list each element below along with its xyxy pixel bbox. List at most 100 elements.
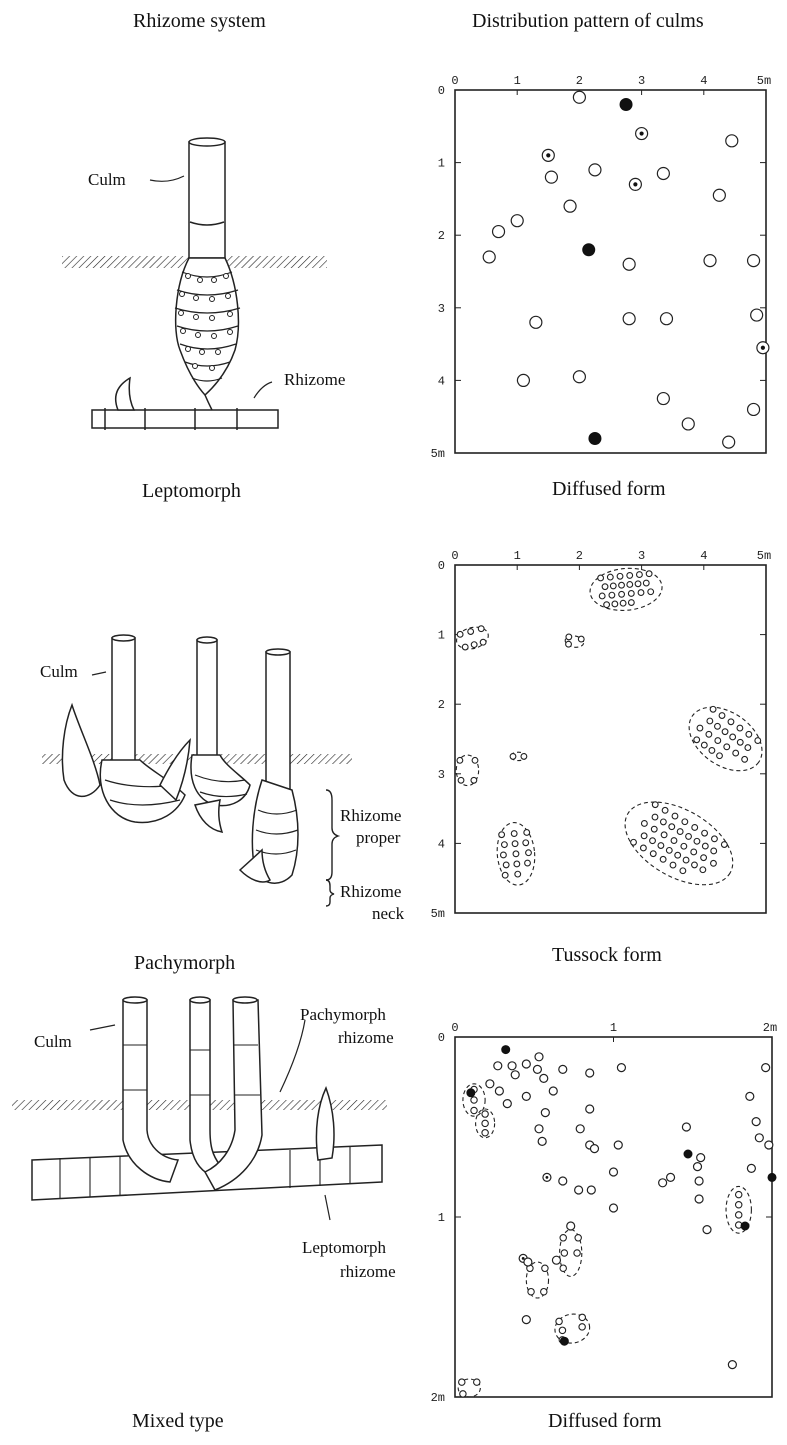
culm-point bbox=[618, 581, 625, 589]
culm-point bbox=[626, 581, 634, 588]
culm-point bbox=[491, 224, 506, 239]
culm-point bbox=[680, 842, 688, 850]
culm-point bbox=[606, 573, 614, 581]
culm-point bbox=[524, 859, 531, 867]
culm-point bbox=[640, 832, 648, 840]
culm-point bbox=[694, 1176, 704, 1186]
culm-point bbox=[722, 435, 736, 449]
culm-point bbox=[494, 1086, 504, 1096]
culm-point bbox=[473, 1378, 481, 1386]
culm-point bbox=[479, 638, 487, 646]
culm-point bbox=[745, 1091, 755, 1102]
culm-point bbox=[665, 1172, 676, 1183]
culm-label: Culm bbox=[34, 1032, 72, 1051]
culm-point bbox=[699, 866, 707, 874]
culm-point bbox=[601, 583, 609, 591]
culm-point bbox=[578, 1313, 587, 1322]
culm-point bbox=[727, 1359, 737, 1370]
right-column-header: Distribution pattern of culms bbox=[472, 10, 704, 32]
culm-point bbox=[539, 1073, 549, 1084]
culm-point bbox=[520, 752, 528, 760]
culm-point bbox=[744, 744, 752, 752]
culm-point bbox=[608, 1203, 619, 1213]
culm-point bbox=[498, 831, 506, 839]
culm-point-center bbox=[760, 345, 765, 350]
pachymorph-rhizome-2 bbox=[190, 754, 251, 807]
culm-point bbox=[521, 1059, 531, 1069]
culm-point bbox=[745, 730, 753, 738]
culm-point bbox=[640, 820, 648, 827]
culm-point bbox=[764, 1140, 774, 1150]
culm-clump-outline bbox=[462, 1083, 486, 1117]
culm-base bbox=[174, 257, 240, 397]
culm-point bbox=[461, 643, 469, 651]
culm-point bbox=[746, 254, 761, 268]
y-tick-label: 4 bbox=[438, 374, 445, 388]
culm-point bbox=[513, 860, 521, 868]
culm-point bbox=[559, 1264, 567, 1272]
culm-point bbox=[611, 600, 619, 608]
y-tick-label: 3 bbox=[438, 302, 445, 316]
pachymorph-rhizome-label-line1: Pachymorph bbox=[300, 1005, 386, 1024]
culm-point bbox=[544, 170, 559, 184]
culm-point bbox=[467, 628, 475, 635]
culm-point bbox=[700, 741, 708, 749]
culm-point bbox=[608, 1167, 619, 1177]
culm-clump-outline bbox=[564, 635, 585, 648]
culm-point bbox=[485, 1079, 495, 1089]
culm-point bbox=[574, 1185, 584, 1195]
rhizome-proper-label-line2: proper bbox=[356, 828, 401, 847]
culm-point bbox=[501, 871, 509, 879]
culm-point bbox=[541, 1264, 549, 1273]
culm-label: Culm bbox=[88, 170, 126, 189]
caption-diffused-form-3: Diffused form bbox=[548, 1410, 662, 1432]
culm-point-filled bbox=[501, 1045, 511, 1055]
culm-point bbox=[493, 1061, 503, 1071]
culm-point-filled bbox=[619, 98, 633, 112]
culm-point bbox=[669, 861, 677, 869]
culm-point bbox=[618, 590, 626, 598]
culm-point bbox=[754, 1133, 764, 1143]
culm-point bbox=[532, 1064, 543, 1075]
culm-point bbox=[523, 829, 531, 836]
culm-point bbox=[619, 599, 627, 607]
y-tick-label: 2m bbox=[431, 1391, 445, 1405]
leptomorph-rhizome bbox=[91, 409, 279, 429]
culm-point bbox=[700, 854, 708, 862]
culm-point bbox=[712, 188, 726, 202]
y-tick-label: 0 bbox=[438, 559, 445, 573]
culm-point bbox=[681, 417, 695, 431]
caption-diffused-form-1: Diffused form bbox=[552, 478, 666, 500]
plot-frame bbox=[454, 89, 767, 454]
pachymorph-drawing bbox=[42, 634, 352, 907]
y-tick-label: 5m bbox=[431, 447, 445, 461]
culm-point bbox=[555, 1317, 563, 1326]
x-tick-label: 0 bbox=[451, 549, 458, 563]
culm-point bbox=[727, 718, 735, 726]
culm-point bbox=[650, 825, 658, 833]
culm-point bbox=[734, 1211, 743, 1219]
culm-point bbox=[586, 1185, 596, 1195]
culm-point bbox=[657, 842, 665, 849]
culm-point-center bbox=[545, 1176, 549, 1179]
y-tick-label: 0 bbox=[438, 84, 445, 98]
culm-point bbox=[696, 1152, 706, 1163]
culm-point bbox=[649, 850, 657, 858]
culm-point bbox=[597, 574, 605, 582]
culm-point-filled bbox=[740, 1221, 750, 1231]
culm-point bbox=[507, 1061, 517, 1071]
culm-point bbox=[725, 134, 739, 148]
culm-point bbox=[729, 733, 737, 741]
culm-point bbox=[659, 818, 667, 826]
caption-mixed-type: Mixed type bbox=[132, 1410, 224, 1432]
culm-point bbox=[711, 835, 718, 843]
culm-point bbox=[681, 1122, 692, 1132]
culm-point bbox=[668, 823, 676, 831]
culm-point bbox=[690, 848, 698, 856]
leptomorph-rhizome-label-line2: rhizome bbox=[340, 1262, 396, 1281]
plot-frame bbox=[454, 564, 767, 914]
culm-point bbox=[558, 1176, 568, 1186]
culm-point bbox=[521, 1091, 531, 1102]
culm-point bbox=[694, 1194, 704, 1204]
culm-point bbox=[457, 776, 465, 784]
